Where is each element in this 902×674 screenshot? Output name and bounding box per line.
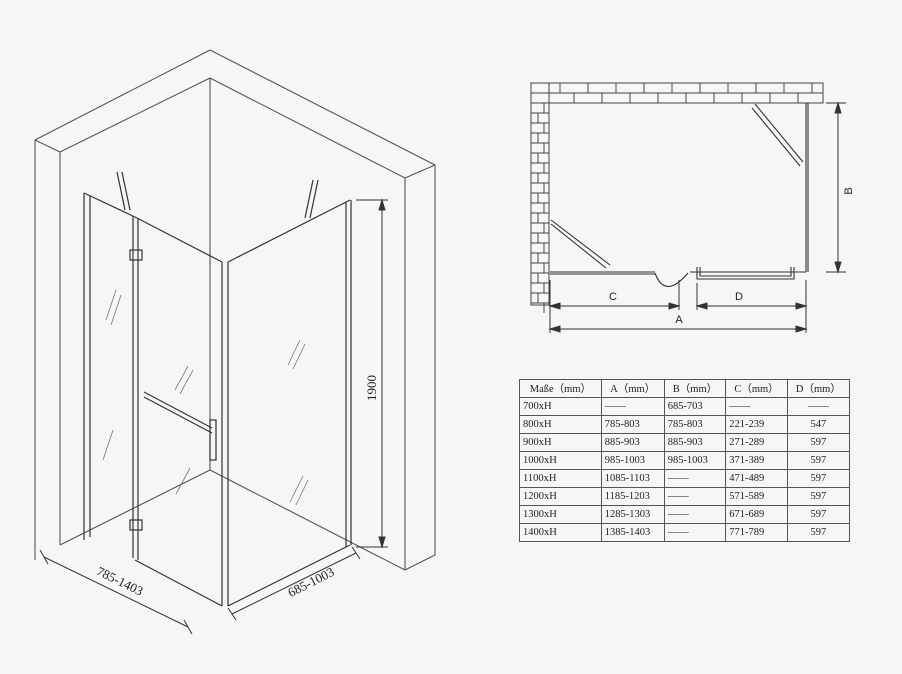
- depth-dimension-label: 685-1003: [285, 564, 336, 600]
- dimension-table: Maße（mm） A（mm） B（mm） C（mm） D（mm） 700xH——…: [519, 379, 851, 542]
- height-dimension-label: 1900: [364, 375, 379, 401]
- table-cell: 1300xH: [519, 505, 602, 524]
- isometric-walls: [34, 49, 436, 571]
- width-dimension-label: 785-1403: [94, 563, 145, 598]
- plan-brick-pattern: [531, 83, 813, 313]
- table-header: B（mm）: [663, 379, 727, 398]
- plan-label-a: A: [675, 314, 683, 326]
- table-cell: 785-803: [600, 415, 665, 434]
- plan-label-c: C: [609, 291, 617, 303]
- table-cell: 985-1003: [663, 451, 727, 470]
- table-cell: ——: [786, 397, 851, 416]
- table-cell: 571-589: [725, 487, 788, 506]
- table-cell: 885-903: [600, 433, 665, 452]
- table-cell: 597: [786, 451, 851, 470]
- table-cell: 547: [786, 415, 851, 434]
- table-cell: 1000xH: [519, 451, 602, 470]
- table-cell: 271-289: [725, 433, 788, 452]
- table-row: 700xH——685-703————: [519, 397, 851, 416]
- table-cell: ——: [600, 397, 665, 416]
- table-header: Maße（mm）: [519, 379, 602, 398]
- table-cell: 771-789: [725, 523, 788, 542]
- table-cell: 1285-1303: [600, 505, 665, 524]
- table-cell: 700xH: [519, 397, 602, 416]
- table-cell: 671-689: [725, 505, 788, 524]
- table-cell: 785-803: [663, 415, 727, 434]
- table-cell: 1400xH: [519, 523, 602, 542]
- table-cell: 597: [786, 469, 851, 488]
- table-cell: 371-389: [725, 451, 788, 470]
- table-cell: 1185-1203: [600, 487, 665, 506]
- table-cell: 1100xH: [519, 469, 602, 488]
- table-cell: 1385-1403: [600, 523, 665, 542]
- table-cell: ——: [663, 523, 727, 542]
- table-cell: 1200xH: [519, 487, 602, 506]
- table-cell: ——: [725, 397, 788, 416]
- table-cell: 597: [786, 487, 851, 506]
- iso-dimensions: [39, 198, 388, 635]
- table-cell: 885-903: [663, 433, 727, 452]
- table-cell: 685-703: [663, 397, 727, 416]
- table-header: A（mm）: [600, 379, 665, 398]
- shower-enclosure: [83, 171, 352, 607]
- plan-dimensions: [548, 101, 846, 333]
- table-cell: 900xH: [519, 433, 602, 452]
- table-cell: 597: [786, 523, 851, 542]
- table-cell: 985-1003: [600, 451, 665, 470]
- table-cell: 1085-1103: [600, 469, 665, 488]
- plan-label-d: D: [735, 291, 743, 303]
- table-cell: 597: [786, 505, 851, 524]
- table-cell: ——: [663, 487, 727, 506]
- plan-label-b: B: [843, 187, 855, 194]
- table-cell: 800xH: [519, 415, 602, 434]
- plan-view: [530, 82, 824, 306]
- table-header: C（mm）: [725, 379, 788, 398]
- table-cell: 221-239: [725, 415, 788, 434]
- table-cell: ——: [663, 469, 727, 488]
- table-cell: ——: [663, 505, 727, 524]
- table-cell: 597: [786, 433, 851, 452]
- table-header: D（mm）: [786, 379, 851, 398]
- table-header-row: Maße（mm） A（mm） B（mm） C（mm） D（mm）: [519, 379, 851, 398]
- table-cell: 471-489: [725, 469, 788, 488]
- plan-enclosure: [550, 103, 809, 288]
